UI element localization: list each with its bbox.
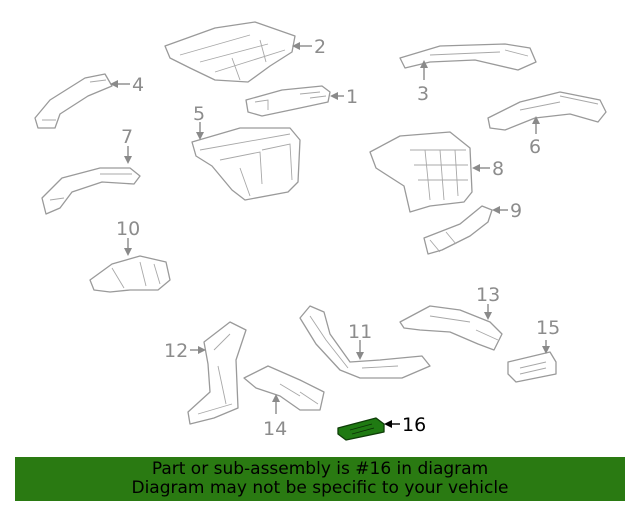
banner-line-2: Diagram may not be specific to your vehi… xyxy=(131,478,509,498)
part-6-duct xyxy=(487,91,607,131)
parts-diagram: 2 3 4 1 6 5 7 xyxy=(34,21,607,441)
info-banner: Part or sub-assembly is #16 in diagram D… xyxy=(15,457,625,501)
arrow-1 xyxy=(330,92,338,100)
callout-12: 12 xyxy=(164,340,188,362)
callout-14: 14 xyxy=(263,418,287,440)
part-1-vent xyxy=(245,85,331,117)
callout-1: 1 xyxy=(346,86,358,108)
part-15-vent xyxy=(507,351,557,383)
callout-10: 10 xyxy=(116,218,140,240)
callout-15: 15 xyxy=(536,317,560,339)
callout-6: 6 xyxy=(529,136,541,158)
part-10-bracket xyxy=(89,255,171,293)
part-4-duct xyxy=(34,73,113,129)
callout-2: 2 xyxy=(314,36,326,58)
arrow-7 xyxy=(124,156,132,164)
callout-7: 7 xyxy=(121,126,133,148)
arrow-12 xyxy=(198,346,206,354)
arrow-10 xyxy=(124,248,132,256)
callout-8: 8 xyxy=(492,158,504,180)
callout-11: 11 xyxy=(348,321,372,343)
part-3-duct xyxy=(399,43,537,71)
part-5-housing xyxy=(191,127,301,201)
callout-3: 3 xyxy=(417,83,429,105)
arrow-2 xyxy=(292,42,300,50)
callout-16: 16 xyxy=(402,414,426,436)
callout-4: 4 xyxy=(132,74,144,96)
arrow-15 xyxy=(542,346,550,354)
arrow-13 xyxy=(484,312,492,320)
part-9-duct xyxy=(423,205,493,255)
arrow-9 xyxy=(492,206,500,214)
callout-9: 9 xyxy=(510,200,522,222)
callout-5: 5 xyxy=(193,103,205,125)
arrow-5 xyxy=(196,132,204,140)
callout-13: 13 xyxy=(476,284,500,306)
part-11-duct xyxy=(299,305,431,379)
arrow-11 xyxy=(356,352,364,360)
arrow-3 xyxy=(420,60,428,68)
part-7-duct xyxy=(41,167,141,215)
part-8-box xyxy=(369,131,473,213)
part-14-duct xyxy=(243,365,325,411)
arrow-8 xyxy=(472,164,480,172)
arrow-6 xyxy=(532,116,540,124)
arrow-16 xyxy=(384,420,392,428)
arrow-14 xyxy=(272,394,280,402)
part-16-highlighted xyxy=(337,417,385,441)
part-2-duct xyxy=(164,21,296,83)
arrow-4 xyxy=(110,80,118,88)
part-13-duct xyxy=(399,305,503,351)
part-12-duct xyxy=(187,321,247,425)
banner-line-1: Part or sub-assembly is #16 in diagram xyxy=(151,459,489,479)
